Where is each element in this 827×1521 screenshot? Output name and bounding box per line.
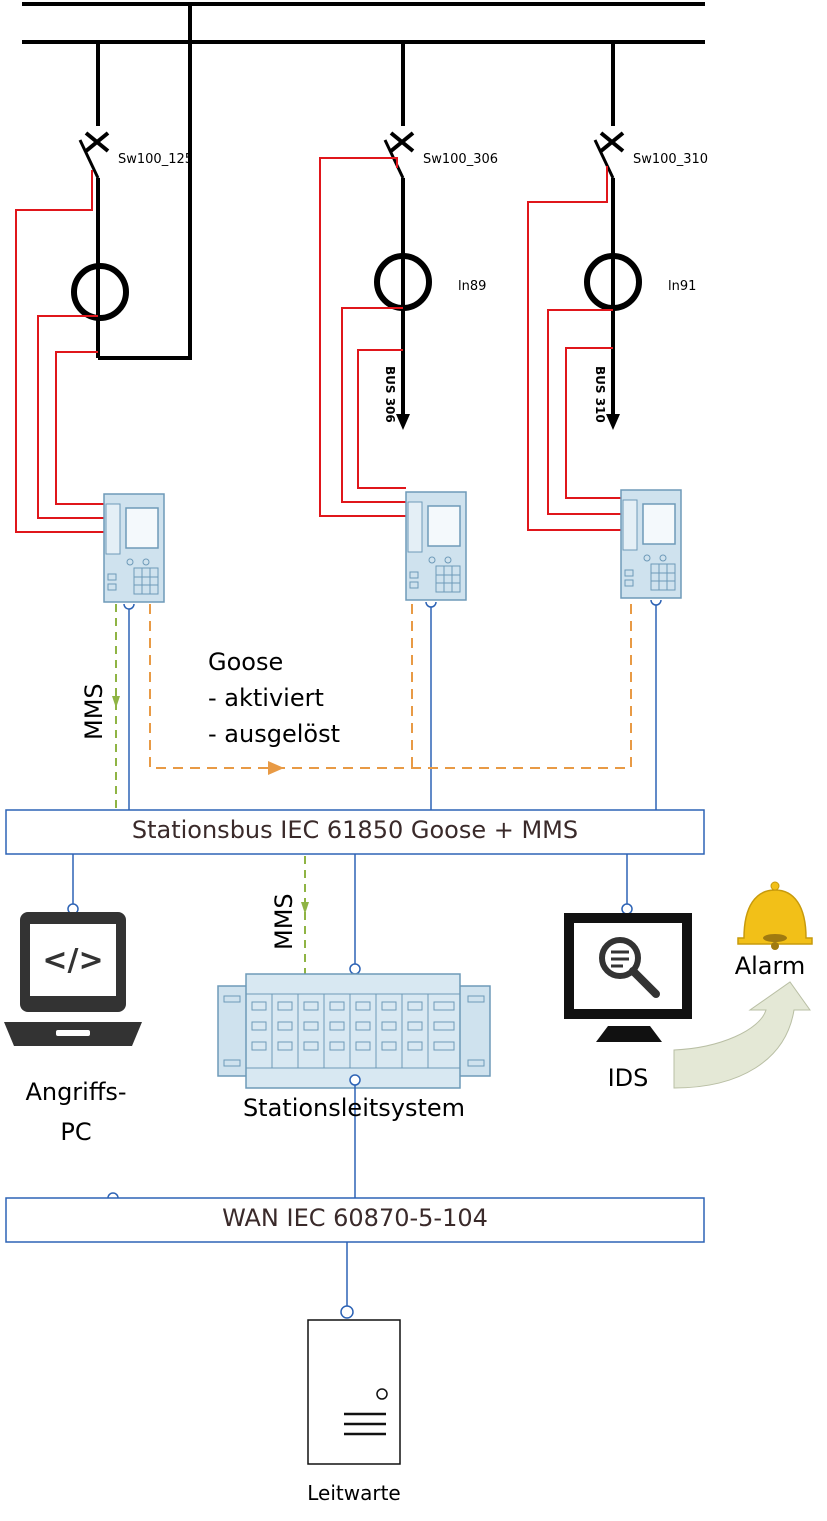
switch-sw100-310: Sw100_310	[593, 131, 708, 179]
switch-sw100-125: Sw100_125	[78, 131, 193, 179]
goose-title: Goose	[208, 648, 283, 676]
ct-label-ln89: ln89	[458, 279, 486, 294]
rack-wan-link	[349, 1074, 361, 1198]
station-bus-drops	[67, 854, 633, 975]
relay-network-links	[123, 599, 662, 810]
alarm-curved-arrow	[673, 981, 811, 1089]
mms-link-lower	[301, 856, 309, 982]
arrow-bus-310	[606, 414, 620, 430]
switch-label-3: Sw100_310	[633, 152, 708, 167]
ids-monitor-icon	[564, 913, 692, 1042]
bus-label-306: BUS 306	[383, 366, 397, 423]
bay-1	[96, 4, 192, 360]
control-center-label: Leitwarte	[307, 1481, 400, 1505]
mms-label-upper: MMS	[80, 683, 108, 740]
protection-relay-1	[103, 493, 165, 603]
station-bus-label: Stationsbus IEC 61850 Goose + MMS	[132, 816, 578, 844]
protection-relay-2	[405, 491, 467, 601]
wan-bus-label: WAN IEC 60870-5-104	[222, 1204, 488, 1232]
mms-label-lower: MMS	[270, 893, 298, 950]
ct-label-ln91: ln91	[668, 279, 696, 294]
arrow-bus-306	[396, 414, 410, 430]
goose-item-activated: - aktiviert	[208, 684, 324, 712]
current-transformer-3	[584, 253, 642, 311]
goose-link	[149, 600, 632, 769]
goose-item-triggered: - ausgelöst	[208, 720, 340, 748]
current-transformer-1	[71, 263, 129, 321]
ids-label: IDS	[608, 1064, 649, 1092]
bus-label-310: BUS 310	[593, 366, 607, 423]
attack-pc-label-line2: PC	[60, 1118, 91, 1146]
wan-bus-tap	[107, 1192, 119, 1199]
alarm-label: Alarm	[735, 952, 806, 980]
goose-arrow	[268, 761, 284, 775]
mms-link-upper	[112, 604, 120, 810]
wan-bus	[5, 1197, 705, 1243]
wiring-bay-3	[527, 166, 621, 531]
server-icon	[307, 1319, 401, 1465]
bell-icon	[737, 881, 813, 950]
switch-label-2: Sw100_306	[423, 152, 498, 167]
station-control-rack-icon	[217, 973, 491, 1089]
protection-relay-3	[620, 489, 682, 599]
wiring-bay-2	[319, 157, 406, 517]
switch-sw100-306: Sw100_306	[383, 131, 498, 179]
station-control-label: Stationsleitsystem	[243, 1094, 465, 1122]
wan-control-link	[340, 1242, 354, 1319]
attack-pc-label-line1: Angriffs-	[25, 1078, 126, 1106]
svg-text:</>: </>	[42, 943, 103, 978]
switch-label-1: Sw100_125	[118, 152, 193, 167]
wiring-bay-1	[15, 170, 104, 533]
laptop-icon: </>	[4, 912, 142, 1046]
